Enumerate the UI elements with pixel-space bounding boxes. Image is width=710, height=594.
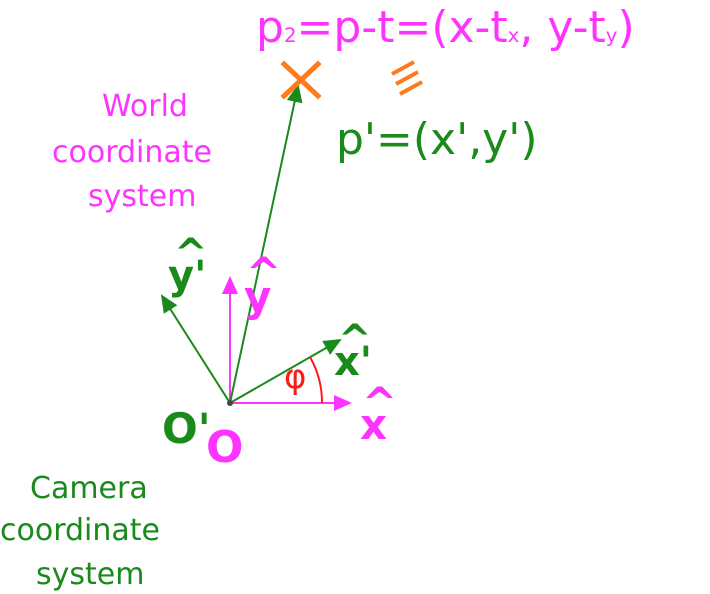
world-origin-label: O	[206, 422, 244, 473]
x-text: x	[360, 400, 388, 449]
world-label-line2: coordinate	[52, 135, 213, 170]
angle-arc	[309, 356, 324, 404]
eq-part2: , y-t	[519, 2, 606, 53]
angle-phi-label: φ	[284, 357, 307, 397]
x-hat-glyph: ^	[362, 378, 398, 427]
camera-origin-label: O'	[162, 404, 211, 453]
point-marker-x	[280, 60, 322, 100]
point-vector	[229, 84, 303, 404]
y-hat-label: ^y	[244, 252, 281, 318]
eq-close: )	[617, 2, 635, 53]
y-prime-text: y'	[168, 253, 207, 299]
eq-sub-x: x	[507, 24, 520, 47]
camera-label-line3: system	[36, 557, 145, 592]
y-prime-hat-glyph: ^	[174, 231, 208, 277]
x-prime-text: x'	[334, 339, 373, 385]
x-prime-hat-label: ^x'	[334, 320, 373, 385]
y-prime-hat-label: ^y'	[168, 234, 208, 299]
camera-label-line1: Camera	[30, 471, 148, 506]
eq-sub-2: 2	[283, 24, 297, 47]
origin-dot	[227, 400, 233, 406]
y-text: y	[244, 272, 272, 321]
x-prime-hat-glyph: ^	[338, 317, 372, 363]
x-hat-label: ^x	[360, 382, 397, 446]
eq-sub-y: y	[605, 24, 618, 47]
eq-part1: =p-t=(x-t	[296, 2, 508, 53]
camera-x-axis	[229, 339, 342, 404]
y-hat-glyph: ^	[246, 248, 282, 297]
eq-p: p	[256, 2, 284, 53]
camera-point-equation: p'=(x',y')	[336, 114, 538, 165]
camera-label-line2: coordinate	[0, 513, 161, 548]
world-label-line3: system	[88, 179, 197, 214]
camera-y-axis	[160, 294, 231, 404]
world-point-equation: p2=p-t=(x-tx, y-ty)	[256, 6, 635, 50]
equivalence-symbol	[391, 60, 423, 96]
world-label-line1: World	[102, 89, 188, 124]
